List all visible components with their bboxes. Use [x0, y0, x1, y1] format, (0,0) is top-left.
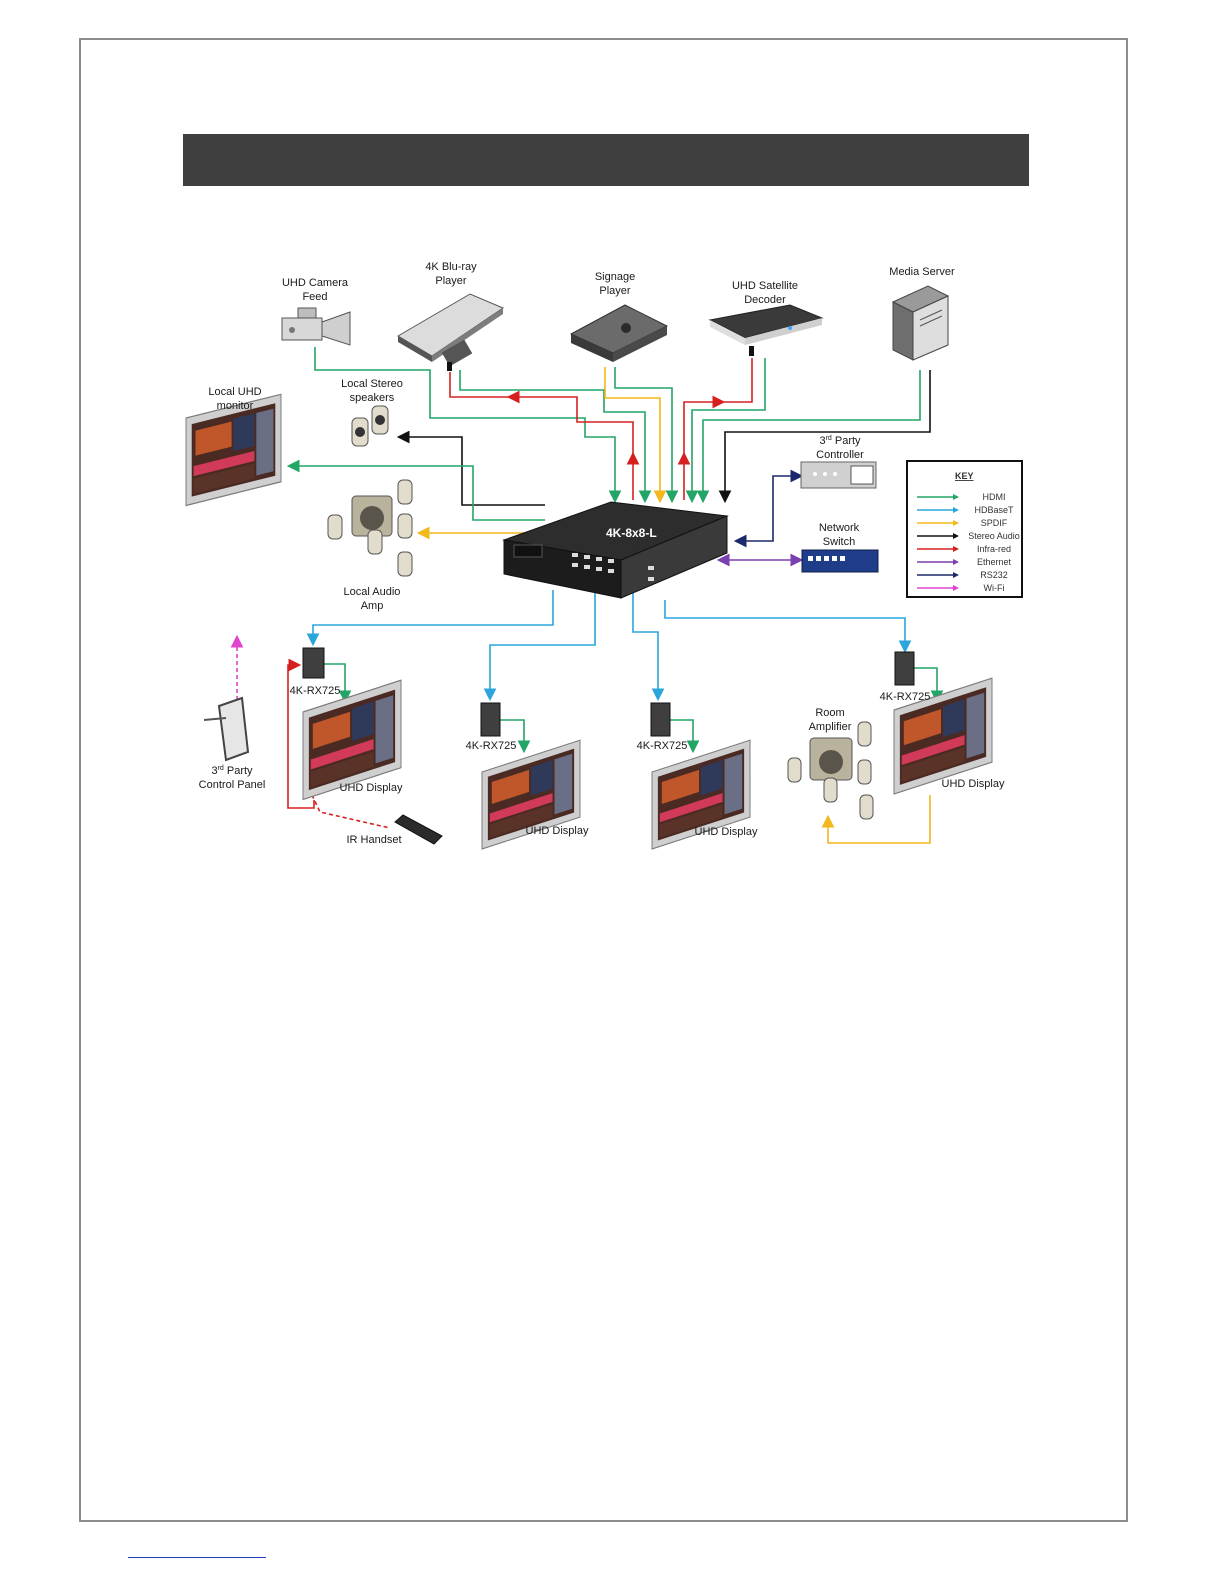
receiver-box-3 [650, 702, 671, 737]
legend-item-label: Stereo Audio [968, 531, 1020, 541]
controller-icon [800, 461, 877, 489]
receiver-label-3: 4K-RX725 [637, 740, 688, 752]
camera-hdmi-line [314, 347, 622, 504]
media-server-icon [891, 285, 950, 361]
satellite-ir-line-2 [683, 395, 726, 460]
legend-arrowhead [953, 572, 959, 578]
page-frame [79, 38, 1128, 1522]
legend-item-label: Wi-Fi [984, 583, 1005, 593]
legend-key: KEY HDMI HDBaseT SPDIF Stereo AudioInfra-re… [906, 460, 1023, 598]
signage-player-icon [569, 304, 669, 362]
legend-title: KEY [955, 471, 974, 481]
satellite-hdmi-line [685, 358, 766, 504]
receiver-label-1: 4K-RX725 [290, 685, 341, 697]
receiver-box-2 [480, 702, 501, 737]
rx2-hdmi [500, 719, 531, 754]
ir-handset-icon [394, 814, 443, 845]
footer-link-underline [128, 1557, 266, 1558]
control-panel-label-2: Control Panel [199, 779, 266, 791]
media-server-label: Media Server [889, 266, 955, 278]
legend-arrowhead [953, 585, 959, 591]
legend-item-label: Ethernet [977, 557, 1012, 567]
legend-item-label: HDBaseT [974, 505, 1014, 515]
receiver-label-4: 4K-RX725 [880, 691, 931, 703]
rx3-hdmi [670, 719, 700, 754]
satellite-decoder-icon [708, 304, 824, 356]
matrix-name: 4K-8x8-L [606, 526, 657, 540]
room-amplifier-icon [787, 721, 874, 820]
legend-arrowhead [953, 559, 959, 565]
signage-spdif-line [604, 367, 667, 504]
display-label-4: UHD Display [942, 778, 1005, 790]
hdbaset-zone2 [483, 590, 596, 702]
bluray-player-icon [397, 293, 505, 371]
legend-item-label: SPDIF [981, 518, 1008, 528]
receiver-label-2: 4K-RX725 [466, 740, 517, 752]
controller-label-1: 3rd Party [819, 435, 861, 447]
legend-arrowhead [953, 533, 959, 539]
legend-item-label: HDMI [983, 492, 1006, 502]
display-label-3: UHD Display [695, 826, 758, 838]
section-title-bar [183, 134, 1029, 186]
rx1-hdmi [324, 663, 352, 704]
controller-label-2: Controller [816, 449, 864, 461]
legend-arrowhead [953, 520, 959, 526]
bluray-hdmi-line [459, 370, 652, 504]
local-stereo-line [396, 430, 545, 506]
local-audio-amp-icon [327, 479, 413, 577]
ir-handset-label: IR Handset [346, 834, 401, 846]
server-audio-line [718, 370, 931, 504]
local-monitor-line [286, 459, 545, 521]
hdbaset-zone4 [664, 600, 912, 654]
signage-hdmi-line [614, 367, 679, 504]
legend-arrowhead [953, 546, 959, 552]
rs232-line [733, 469, 804, 548]
receiver-box-1 [302, 647, 325, 679]
bluray-ir-line-3 [449, 372, 515, 398]
control-panel-icon [203, 696, 250, 762]
hdbaset-zone1 [306, 590, 554, 647]
room-spdif-line [821, 795, 931, 844]
legend-arrowhead [953, 507, 959, 513]
display-label-2: UHD Display [526, 825, 589, 837]
hdbaset-zone3 [632, 590, 665, 702]
connection-lines [230, 347, 944, 844]
bluray-ir-line-2 [506, 390, 634, 460]
display-label-1: UHD Display [340, 782, 403, 794]
camera-icon [281, 307, 351, 346]
ir-return-line [287, 658, 315, 809]
satellite-ir-line-3 [720, 358, 753, 403]
server-hdmi-line [696, 370, 921, 504]
legend-item-label: RS232 [980, 570, 1008, 580]
matrix-switcher [502, 501, 729, 599]
rx4-hdmi [914, 667, 944, 704]
network-switch-icon [801, 549, 879, 573]
stereo-speakers-icon [351, 405, 389, 447]
legend-item-label: Infra-red [977, 544, 1011, 554]
ir-handset-line [311, 794, 391, 829]
legend-arrowhead [953, 494, 959, 500]
receiver-box-4 [894, 651, 915, 686]
control-panel-label-1: 3rd Party [211, 765, 253, 777]
